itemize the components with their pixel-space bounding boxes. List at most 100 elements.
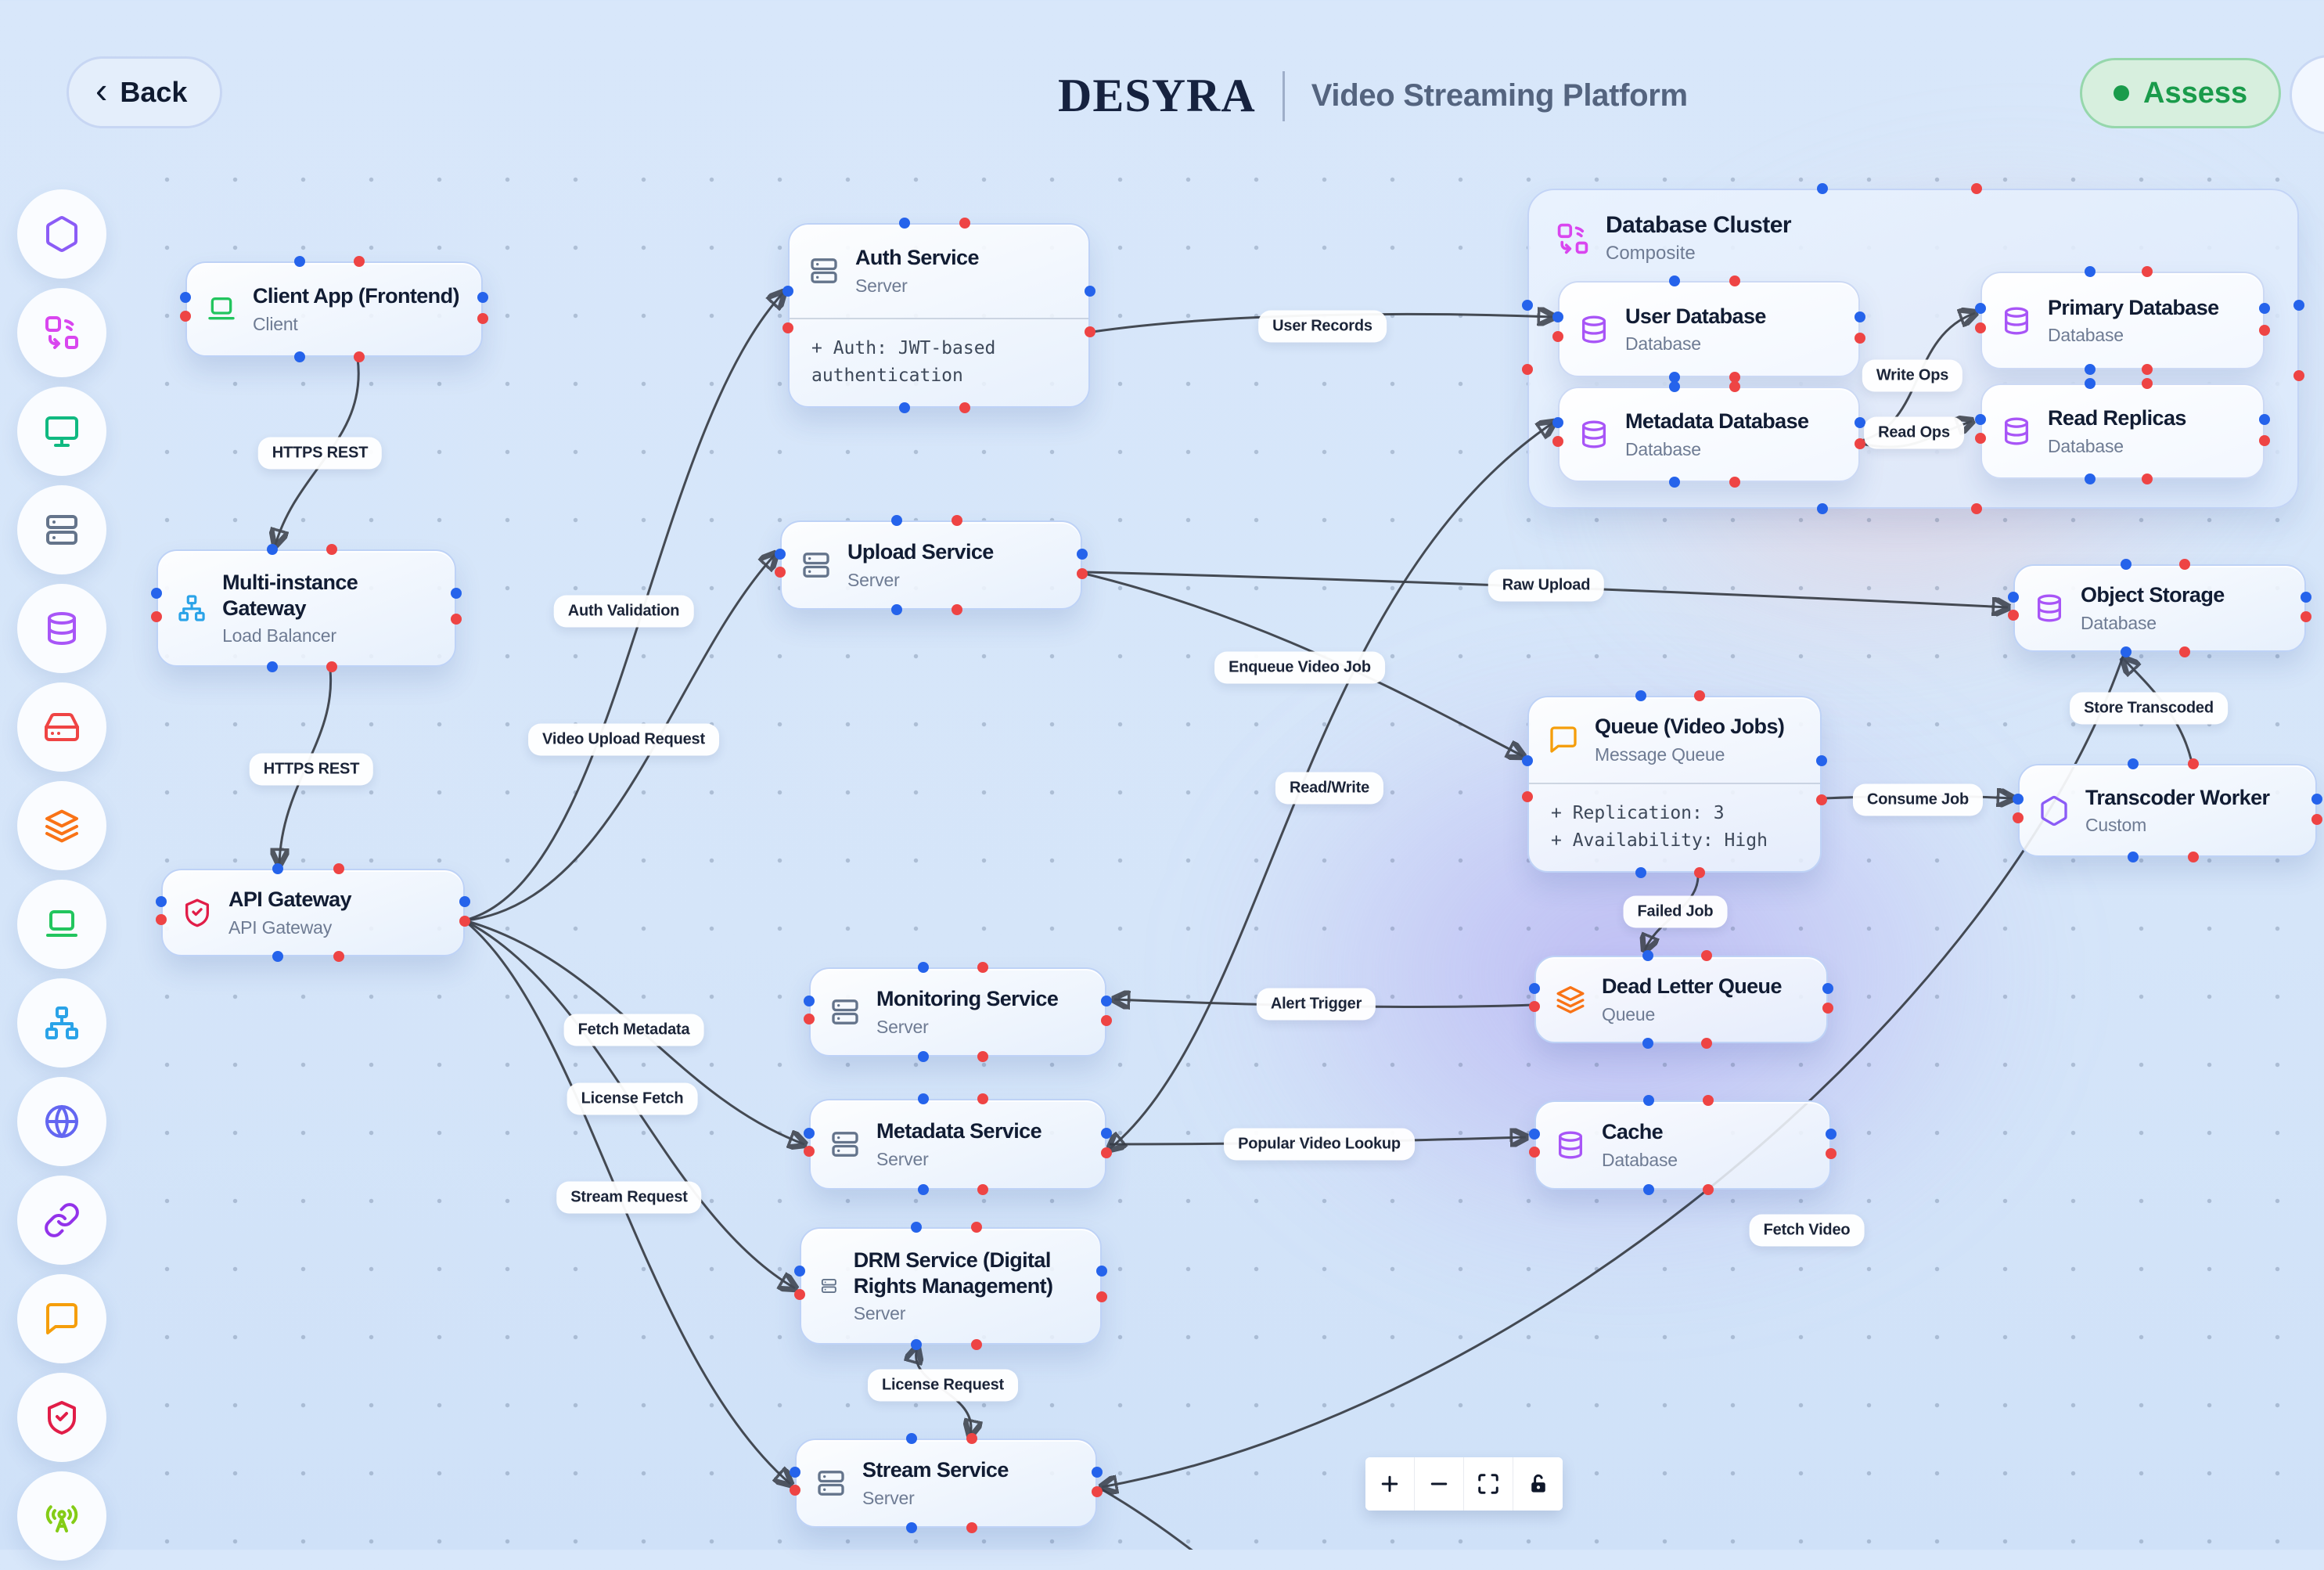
connection-handle-red[interactable] <box>1702 1184 1714 1195</box>
node-monitoring-service[interactable]: Monitoring Service Server <box>804 962 1112 1062</box>
connection-handle-red[interactable] <box>1822 1002 1833 1014</box>
connection-handle-blue[interactable] <box>1552 416 1563 428</box>
edge-path[interactable] <box>466 293 783 921</box>
connection-handle-red[interactable] <box>333 951 345 962</box>
connection-handle-red[interactable] <box>451 614 462 625</box>
connection-handle-red[interactable] <box>951 604 962 615</box>
connection-handle-red[interactable] <box>977 962 989 973</box>
connection-handle-red[interactable] <box>959 218 970 229</box>
connection-handle-blue[interactable] <box>1642 950 1653 961</box>
connection-handle-blue[interactable] <box>2128 758 2139 769</box>
connection-handle-blue[interactable] <box>1101 1127 1112 1139</box>
palette-network-button[interactable] <box>17 978 106 1068</box>
zoom-out-button[interactable] <box>1415 1457 1464 1511</box>
connection-handle-blue[interactable] <box>1826 1129 1837 1140</box>
edge-path[interactable] <box>1101 1488 1211 1550</box>
palette-shield-check-button[interactable] <box>17 1373 106 1462</box>
palette-workflow-button[interactable] <box>17 288 106 377</box>
connection-handle-red[interactable] <box>2259 434 2270 446</box>
connection-handle-red[interactable] <box>775 566 786 578</box>
connection-handle-blue[interactable] <box>266 544 278 555</box>
connection-handle-red[interactable] <box>156 913 167 925</box>
connection-handle-red[interactable] <box>1522 364 1533 376</box>
edge-label[interactable]: Read/Write <box>1275 772 1384 805</box>
connection-handle-blue[interactable] <box>2259 413 2270 425</box>
edge-label[interactable]: Video Upload Request <box>528 723 719 756</box>
connection-handle-blue[interactable] <box>905 1433 917 1444</box>
connection-handle-red[interactable] <box>1529 1000 1540 1012</box>
connection-handle-red[interactable] <box>1826 1148 1837 1160</box>
connection-handle-blue[interactable] <box>156 896 167 908</box>
connection-handle-blue[interactable] <box>1816 503 1828 514</box>
assess-button[interactable]: Assess <box>2080 58 2282 128</box>
connection-handle-blue[interactable] <box>1668 275 1680 286</box>
connection-handle-blue[interactable] <box>1643 1095 1655 1106</box>
connection-handle-red[interactable] <box>1700 1038 1712 1049</box>
connection-handle-blue[interactable] <box>2311 793 2322 805</box>
node-dead-letter-queue[interactable]: Dead Letter Queue Queue <box>1529 950 1833 1049</box>
connection-handle-red[interactable] <box>790 1484 800 1496</box>
connection-handle-blue[interactable] <box>1077 549 1088 560</box>
connection-handle-red[interactable] <box>1729 477 1740 488</box>
connection-handle-red[interactable] <box>970 1339 982 1350</box>
connection-handle-blue[interactable] <box>1096 1266 1107 1277</box>
connection-handle-blue[interactable] <box>2121 646 2132 657</box>
connection-handle-blue[interactable] <box>910 1339 922 1350</box>
connection-handle-red[interactable] <box>977 1093 989 1104</box>
connection-handle-blue[interactable] <box>294 351 306 362</box>
unlock-button[interactable] <box>1513 1457 1563 1511</box>
connection-handle-red[interactable] <box>966 1433 977 1444</box>
connection-handle-blue[interactable] <box>1855 416 1865 428</box>
palette-monitor-button[interactable] <box>17 387 106 476</box>
connection-handle-red[interactable] <box>180 311 191 322</box>
connection-handle-red[interactable] <box>1855 438 1865 449</box>
connection-handle-red[interactable] <box>1816 794 1827 806</box>
connection-handle-blue[interactable] <box>1816 755 1827 767</box>
edge-label[interactable]: Fetch Metadata <box>563 1014 704 1046</box>
fit-view-button[interactable] <box>1464 1457 1513 1511</box>
connection-handle-red[interactable] <box>1096 1291 1107 1302</box>
node-stream-service[interactable]: Stream Service Server <box>790 1433 1103 1533</box>
connection-handle-red[interactable] <box>1855 333 1865 344</box>
connection-handle-blue[interactable] <box>890 604 902 615</box>
node-auth-service[interactable]: Auth Service Server+ Auth: JWT-based aut… <box>782 218 1095 413</box>
connection-handle-red[interactable] <box>977 1051 989 1062</box>
connection-handle-blue[interactable] <box>1668 477 1680 488</box>
palette-laptop-button[interactable] <box>17 880 106 969</box>
connection-handle-red[interactable] <box>2141 378 2153 389</box>
connection-handle-red[interactable] <box>354 256 365 267</box>
connection-handle-red[interactable] <box>2008 609 2019 621</box>
edge-label[interactable]: Failed Job <box>1623 895 1728 928</box>
connection-handle-blue[interactable] <box>1085 285 1095 297</box>
connection-handle-blue[interactable] <box>180 291 191 303</box>
connection-handle-red[interactable] <box>151 611 162 622</box>
palette-hexagon-button[interactable] <box>17 189 106 279</box>
connection-handle-blue[interactable] <box>2084 474 2096 484</box>
connection-handle-blue[interactable] <box>2259 303 2270 314</box>
connection-handle-blue[interactable] <box>1668 372 1680 383</box>
connection-handle-red[interactable] <box>1975 433 1986 445</box>
palette-server-button[interactable] <box>17 485 106 574</box>
connection-handle-blue[interactable] <box>1668 381 1680 392</box>
connection-handle-blue[interactable] <box>804 996 815 1007</box>
connection-handle-blue[interactable] <box>918 1184 930 1195</box>
connection-handle-red[interactable] <box>354 351 365 362</box>
connection-handle-blue[interactable] <box>794 1266 805 1277</box>
connection-handle-red[interactable] <box>794 1289 805 1300</box>
connection-handle-blue[interactable] <box>2084 364 2096 375</box>
connection-handle-blue[interactable] <box>1975 413 1986 425</box>
connection-handle-blue[interactable] <box>477 291 488 303</box>
connection-handle-red[interactable] <box>2301 610 2311 622</box>
connection-handle-blue[interactable] <box>2084 266 2096 277</box>
connection-handle-blue[interactable] <box>272 951 284 962</box>
connection-handle-blue[interactable] <box>2121 559 2132 570</box>
connection-handle-red[interactable] <box>1970 183 1982 194</box>
connection-handle-blue[interactable] <box>2301 592 2311 603</box>
connection-handle-red[interactable] <box>2178 559 2190 570</box>
back-button[interactable]: ‹ Back <box>67 56 223 128</box>
connection-handle-red[interactable] <box>977 1184 989 1195</box>
palette-radio-tower-button[interactable] <box>17 1471 106 1561</box>
edge-path[interactable] <box>466 554 775 922</box>
edge-label[interactable]: License Request <box>868 1369 1018 1402</box>
connection-handle-blue[interactable] <box>918 1093 930 1104</box>
